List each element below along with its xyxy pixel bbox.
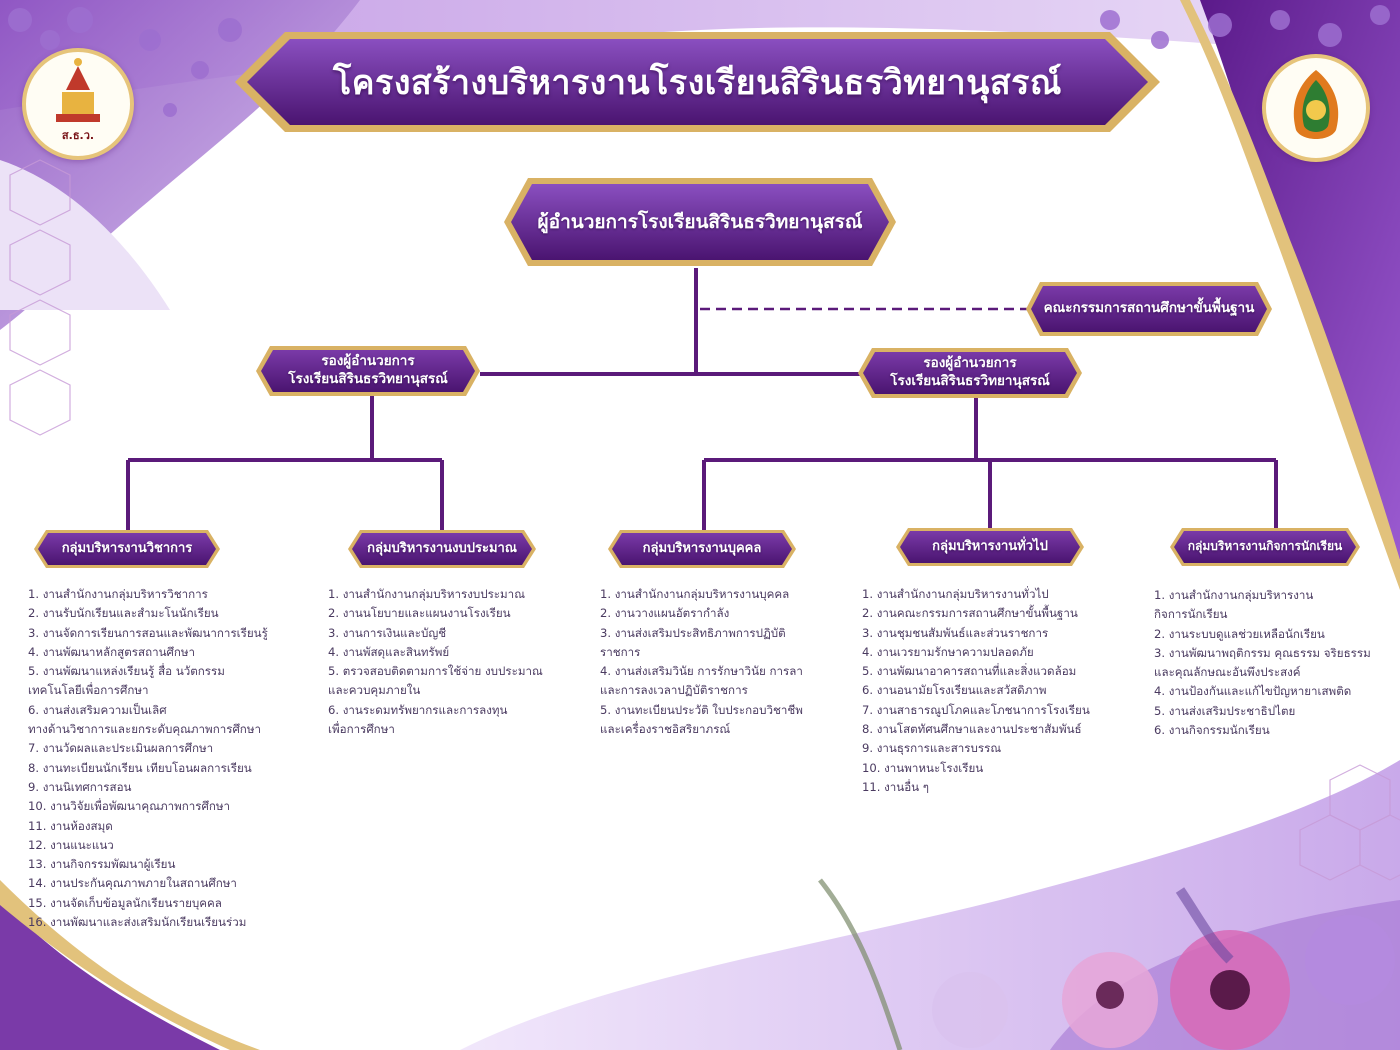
list-item: 9. งานนิเทศการสอน xyxy=(28,779,132,794)
deputy-left-line2: โรงเรียนสิรินธรวิทยานุสรณ์ xyxy=(288,371,448,387)
list-item: 14. งานประกันคุณภาพภายในสถานศึกษา xyxy=(28,876,237,891)
list-item: 10. งานพาหนะโรงเรียน xyxy=(862,760,984,775)
list-item: 3. งานพัฒนาพฤติกรรม คุณธรรม จริยธรรม xyxy=(1154,645,1371,660)
list-item: 15. งานจัดเก็บข้อมูลนักเรียนรายบุคคล xyxy=(28,895,222,910)
group-label-personnel: กลุ่มบริหารงานบุคคล xyxy=(642,540,762,556)
list-item: 5. งานพัฒนาแหล่งเรียนรู้ สื่อ นวัตกรรม xyxy=(28,664,225,679)
list-item: 2. งานวางแผนอัตรากำลัง xyxy=(600,606,730,621)
list-item: 8. งานโสตทัศนศึกษาและงานประชาสัมพันธ์ xyxy=(862,722,1082,737)
obec-emblem-icon xyxy=(1262,54,1370,162)
list-item: 6. งานระดมทรัพยากรและการลงทุน xyxy=(328,702,508,717)
list-item: ทางด้านวิชาการและยกระดับคุณภาพการศึกษา xyxy=(28,722,261,737)
list-item: กิจการนักเรียน xyxy=(1154,607,1228,622)
list-item: 16. งานพัฒนาและส่งเสริมนักเรียนเรียนร่วม xyxy=(28,915,247,930)
list-item: 5. งานพัฒนาอาคารสถานที่และสิ่งแวดล้อม xyxy=(862,664,1077,679)
list-item: 2. งานรับนักเรียนและสำมะโนนักเรียน xyxy=(28,606,219,621)
list-item: 11. งานห้องสมุด xyxy=(28,818,113,833)
list-item: 4. งานส่งเสริมวินัย การรักษาวินัย การลา xyxy=(600,664,803,679)
task-list-student-affairs: 1. งานสำนักงานกลุ่มบริหารงาน กิจการนักเร… xyxy=(1154,586,1371,740)
director-box: ผู้อำนวยการโรงเรียนสิรินธรวิทยานุสรณ์ xyxy=(502,176,898,268)
deputy-right-line1: รองผู้อำนวยการ xyxy=(923,355,1017,372)
list-item: 4. งานป้องกันและแก้ไขปัญหายาเสพติด xyxy=(1154,684,1352,699)
deputy-right-box: รองผู้อำนวยการโรงเรียนสิรินธรวิทยานุสรณ์ xyxy=(856,346,1084,400)
list-item: 3. งานส่งเสริมประสิทธิภาพการปฏิบัติ xyxy=(600,625,786,640)
list-item: 5. งานทะเบียนประวัติ ใบประกอบวิชาชีพ xyxy=(600,702,803,717)
list-item: 2. งานคณะกรรมการสถานศึกษาขั้นพื้นฐาน xyxy=(862,606,1078,621)
committee-box: คณะกรรมการสถานศึกษาขั้นพื้นฐาน xyxy=(1024,280,1274,338)
deputy-right-line2: โรงเรียนสิรินธรวิทยานุสรณ์ xyxy=(890,373,1050,389)
list-item: 5. งานส่งเสริมประชาธิปไตย xyxy=(1154,703,1296,718)
list-item: 8. งานทะเบียนนักเรียน เทียบโอนผลการเรียน xyxy=(28,760,252,775)
list-item: 7. งานวัดผลและประเมินผลการศึกษา xyxy=(28,741,214,756)
list-item: 7. งานสาธารณูปโภคและโภชนาการโรงเรียน xyxy=(862,702,1090,717)
list-item: 4. งานเวรยามรักษาความปลอดภัย xyxy=(862,644,1034,659)
list-item: และการลงเวลาปฏิบัติราชการ xyxy=(600,683,748,698)
group-box-general: กลุ่มบริหารงานทั่วไป xyxy=(894,526,1086,568)
director-label: ผู้อำนวยการโรงเรียนสิรินธรวิทยานุสรณ์ xyxy=(537,210,863,233)
task-list-budget: 1. งานสำนักงานกลุ่มบริหารงบประมาณ 2. งาน… xyxy=(328,585,543,739)
list-item: 1. งานสำนักงานกลุ่มบริหารงบประมาณ xyxy=(328,587,525,601)
list-item: 12. งานแนะแนว xyxy=(28,837,114,852)
list-item: 4. งานพัฒนาหลักสูตรสถานศึกษา xyxy=(28,644,196,659)
list-item: 5. ตรวจสอบติดตามการใช้จ่าย งบประมาณ xyxy=(328,664,543,679)
list-item: 3. งานชุมชนสัมพันธ์และส่วนราชการ xyxy=(862,625,1049,640)
page-title: โครงสร้างบริหารงานโรงเรียนสิรินธรวิทยานุ… xyxy=(333,63,1062,103)
list-item: 3. งานจัดการเรียนการสอนและพัฒนาการเรียนร… xyxy=(28,625,268,640)
list-item: 6. งานอนามัยโรงเรียนและสวัสดิภาพ xyxy=(862,683,1047,698)
list-item: 11. งานอื่น ๆ xyxy=(862,779,930,794)
list-item: 6. งานกิจกรรมนักเรียน xyxy=(1154,723,1270,738)
task-list-academic: 1. งานสำนักงานกลุ่มบริหารวิชาการ 2. งานร… xyxy=(28,585,268,932)
list-item: 1. งานสำนักงานกลุ่มบริหารวิชาการ xyxy=(28,587,208,601)
list-item: 13. งานกิจกรรมพัฒนาผู้เรียน xyxy=(28,857,176,872)
committee-label: คณะกรรมการสถานศึกษาขั้นพื้นฐาน xyxy=(1043,300,1255,317)
list-item: 4. งานพัสดุและสินทรัพย์ xyxy=(328,644,450,659)
list-item: 2. งานนโยบายและแผนงานโรงเรียน xyxy=(328,606,511,621)
list-item: และเครื่องราชอิสริยาภรณ์ xyxy=(600,722,731,737)
list-item: 1. งานสำนักงานกลุ่มบริหารงาน xyxy=(1154,588,1314,602)
group-box-personnel: กลุ่มบริหารงานบุคคล xyxy=(606,528,798,570)
group-box-academic: กลุ่มบริหารงานวิชาการ xyxy=(32,528,222,570)
list-item: เพื่อการศึกษา xyxy=(328,722,395,737)
school-emblem-icon: ส.ธ.ว. xyxy=(22,48,134,160)
list-item: ราชการ xyxy=(600,644,641,659)
group-box-budget: กลุ่มบริหารงานงบประมาณ xyxy=(346,528,538,570)
deputy-left-box: รองผู้อำนวยการโรงเรียนสิรินธรวิทยานุสรณ์ xyxy=(254,344,482,398)
list-item: 10. งานวิจัยเพื่อพัฒนาคุณภาพการศึกษา xyxy=(28,799,231,814)
title-banner xyxy=(235,32,1160,132)
group-label-budget: กลุ่มบริหารงานงบประมาณ xyxy=(367,540,517,556)
list-item: 1. งานสำนักงานกลุ่มบริหารงานทั่วไป xyxy=(862,587,1049,601)
list-item: 2. งานระบบดูแลช่วยเหลือนักเรียน xyxy=(1154,626,1325,641)
deputy-left-line1: รองผู้อำนวยการ xyxy=(321,353,415,370)
group-label-general: กลุ่มบริหารงานทั่วไป xyxy=(932,538,1048,554)
list-item: 3. งานการเงินและบัญชี xyxy=(328,625,447,640)
list-item: 9. งานธุรการและสารบรรณ xyxy=(862,741,1002,756)
group-box-student-affairs: กลุ่มบริหารงานกิจการนักเรียน xyxy=(1168,526,1362,568)
list-item: และคุณลักษณะอันพึงประสงค์ xyxy=(1154,665,1301,680)
task-list-general: 1. งานสำนักงานกลุ่มบริหารงานทั่วไป 2. งา… xyxy=(862,585,1090,797)
list-item: 1. งานสำนักงานกลุ่มบริหารงานบุคคล xyxy=(600,587,790,601)
list-item: 6. งานส่งเสริมความเป็นเลิศ xyxy=(28,702,167,717)
group-label-academic: กลุ่มบริหารงานวิชาการ xyxy=(61,540,193,556)
list-item: เทคโนโลยีเพื่อการศึกษา xyxy=(28,683,149,698)
list-item: และควบคุมภายใน xyxy=(328,683,421,698)
task-list-personnel: 1. งานสำนักงานกลุ่มบริหารงานบุคคล 2. งาน… xyxy=(600,585,803,739)
group-label-student-affairs: กลุ่มบริหารงานกิจการนักเรียน xyxy=(1187,539,1343,554)
